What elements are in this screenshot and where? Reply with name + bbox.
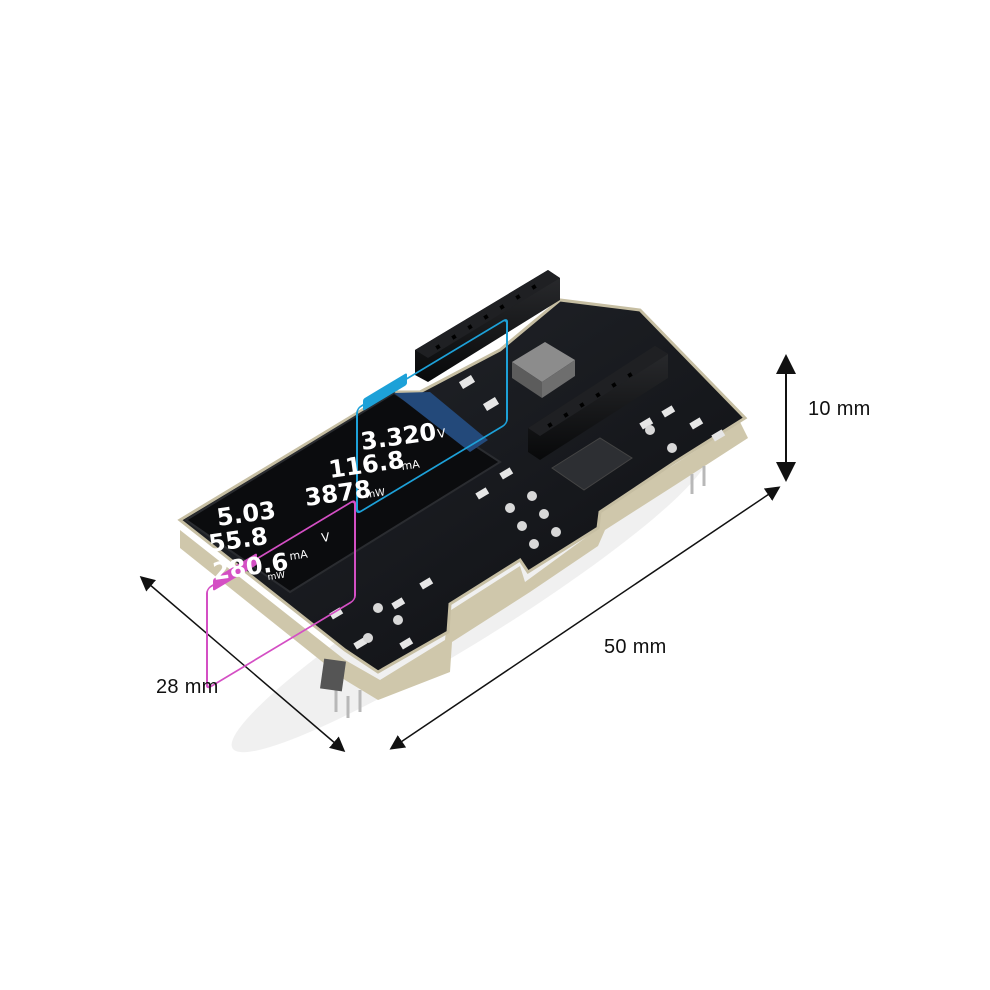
channel-a-panel (356, 319, 508, 514)
rear-pin-header (415, 270, 560, 382)
front-pin-header (528, 346, 668, 460)
width-arrow (139, 576, 346, 752)
lcd-display (184, 391, 502, 594)
bottom-pins (334, 466, 706, 718)
channel-b-voltage-unit: V (320, 530, 331, 545)
channel-b-tag (213, 553, 257, 591)
channel-a-power-unit: mW (365, 487, 386, 501)
length-arrow (389, 486, 781, 750)
channel-a-current-unit: mA (401, 457, 421, 472)
ic-chip (551, 437, 633, 491)
smd-components (329, 374, 726, 650)
width-dimension-label: 28 mm (156, 676, 219, 698)
side-connector (320, 658, 346, 692)
dimension-arrows (139, 354, 796, 752)
lcd-screen-content (206, 319, 508, 689)
channel-a-voltage-unit: V (436, 426, 447, 441)
height-dimension-label: 10 mm (808, 398, 871, 420)
pin-pads (363, 425, 677, 643)
channel-b-panel (206, 500, 356, 689)
length-dimension-label: 50 mm (604, 636, 667, 658)
channel-b-power-unit: mW (267, 571, 286, 583)
channel-b-current-unit: mA (289, 547, 309, 562)
channel-a-tag (363, 373, 407, 411)
inductor (512, 342, 575, 398)
